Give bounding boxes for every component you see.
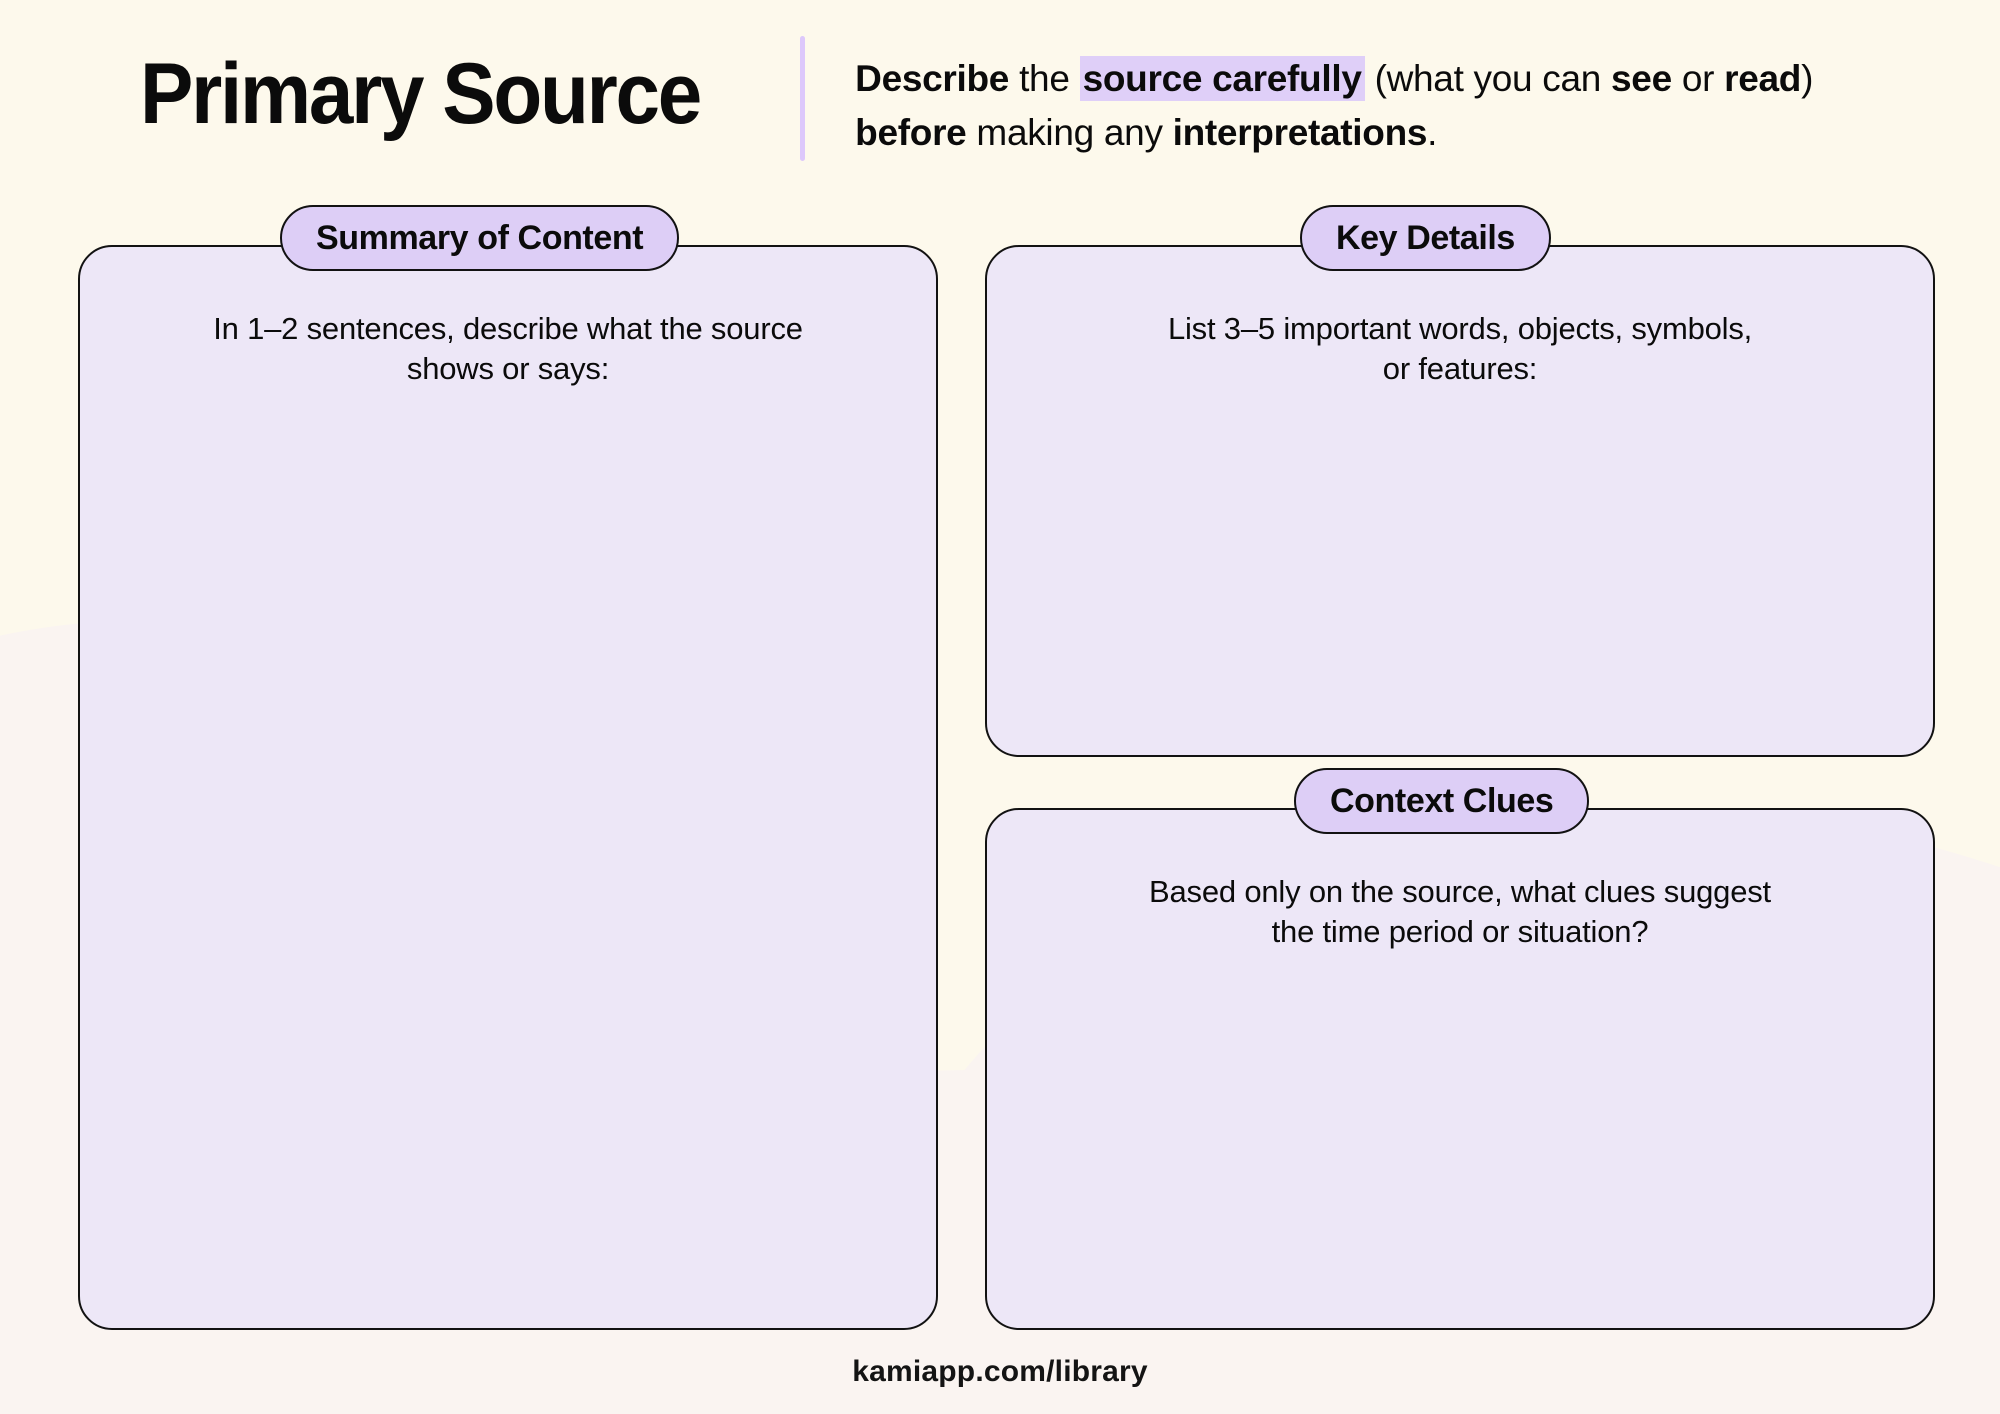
page-title: Primary Source [140,46,702,142]
header-subtitle: Describe the source carefully (what you … [855,52,1855,160]
context-clues-card[interactable]: Based only on the source, what clues sug… [985,808,1935,1330]
subtitle-word-before: before [855,112,967,153]
context-clues-prompt: Based only on the source, what clues sug… [1149,874,1771,949]
subtitle-word-describe: Describe [855,58,1010,99]
subtitle-text: or [1671,58,1725,99]
subtitle-text: (what you can [1364,58,1612,99]
subtitle-word-see: see [1611,58,1672,99]
header: Primary Source Describe the source caref… [140,30,1880,170]
summary-of-content-card[interactable]: In 1–2 sentences, describe what the sour… [78,245,938,1330]
subtitle-word-read: read [1724,58,1802,99]
summary-of-content-prompt: In 1–2 sentences, describe what the sour… [213,311,803,386]
subtitle-word-interpretations: interpretations [1172,112,1428,153]
subtitle-highlight-source-carefully: source carefully [1079,56,1365,101]
subtitle-text: ) [1801,58,1814,99]
key-details-label: Key Details [1300,205,1551,271]
footer-url: kamiapp.com/library [852,1355,1148,1388]
subtitle-text: making any [966,112,1173,153]
summary-of-content-label: Summary of Content [280,205,680,271]
key-details-card[interactable]: List 3–5 important words, objects, symbo… [985,245,1935,757]
subtitle-text: the [1009,58,1080,99]
context-clues-label: Context Clues [1294,768,1590,834]
key-details-prompt: List 3–5 important words, objects, symbo… [1167,311,1753,386]
header-divider [800,36,806,161]
subtitle-text: . [1427,112,1438,153]
